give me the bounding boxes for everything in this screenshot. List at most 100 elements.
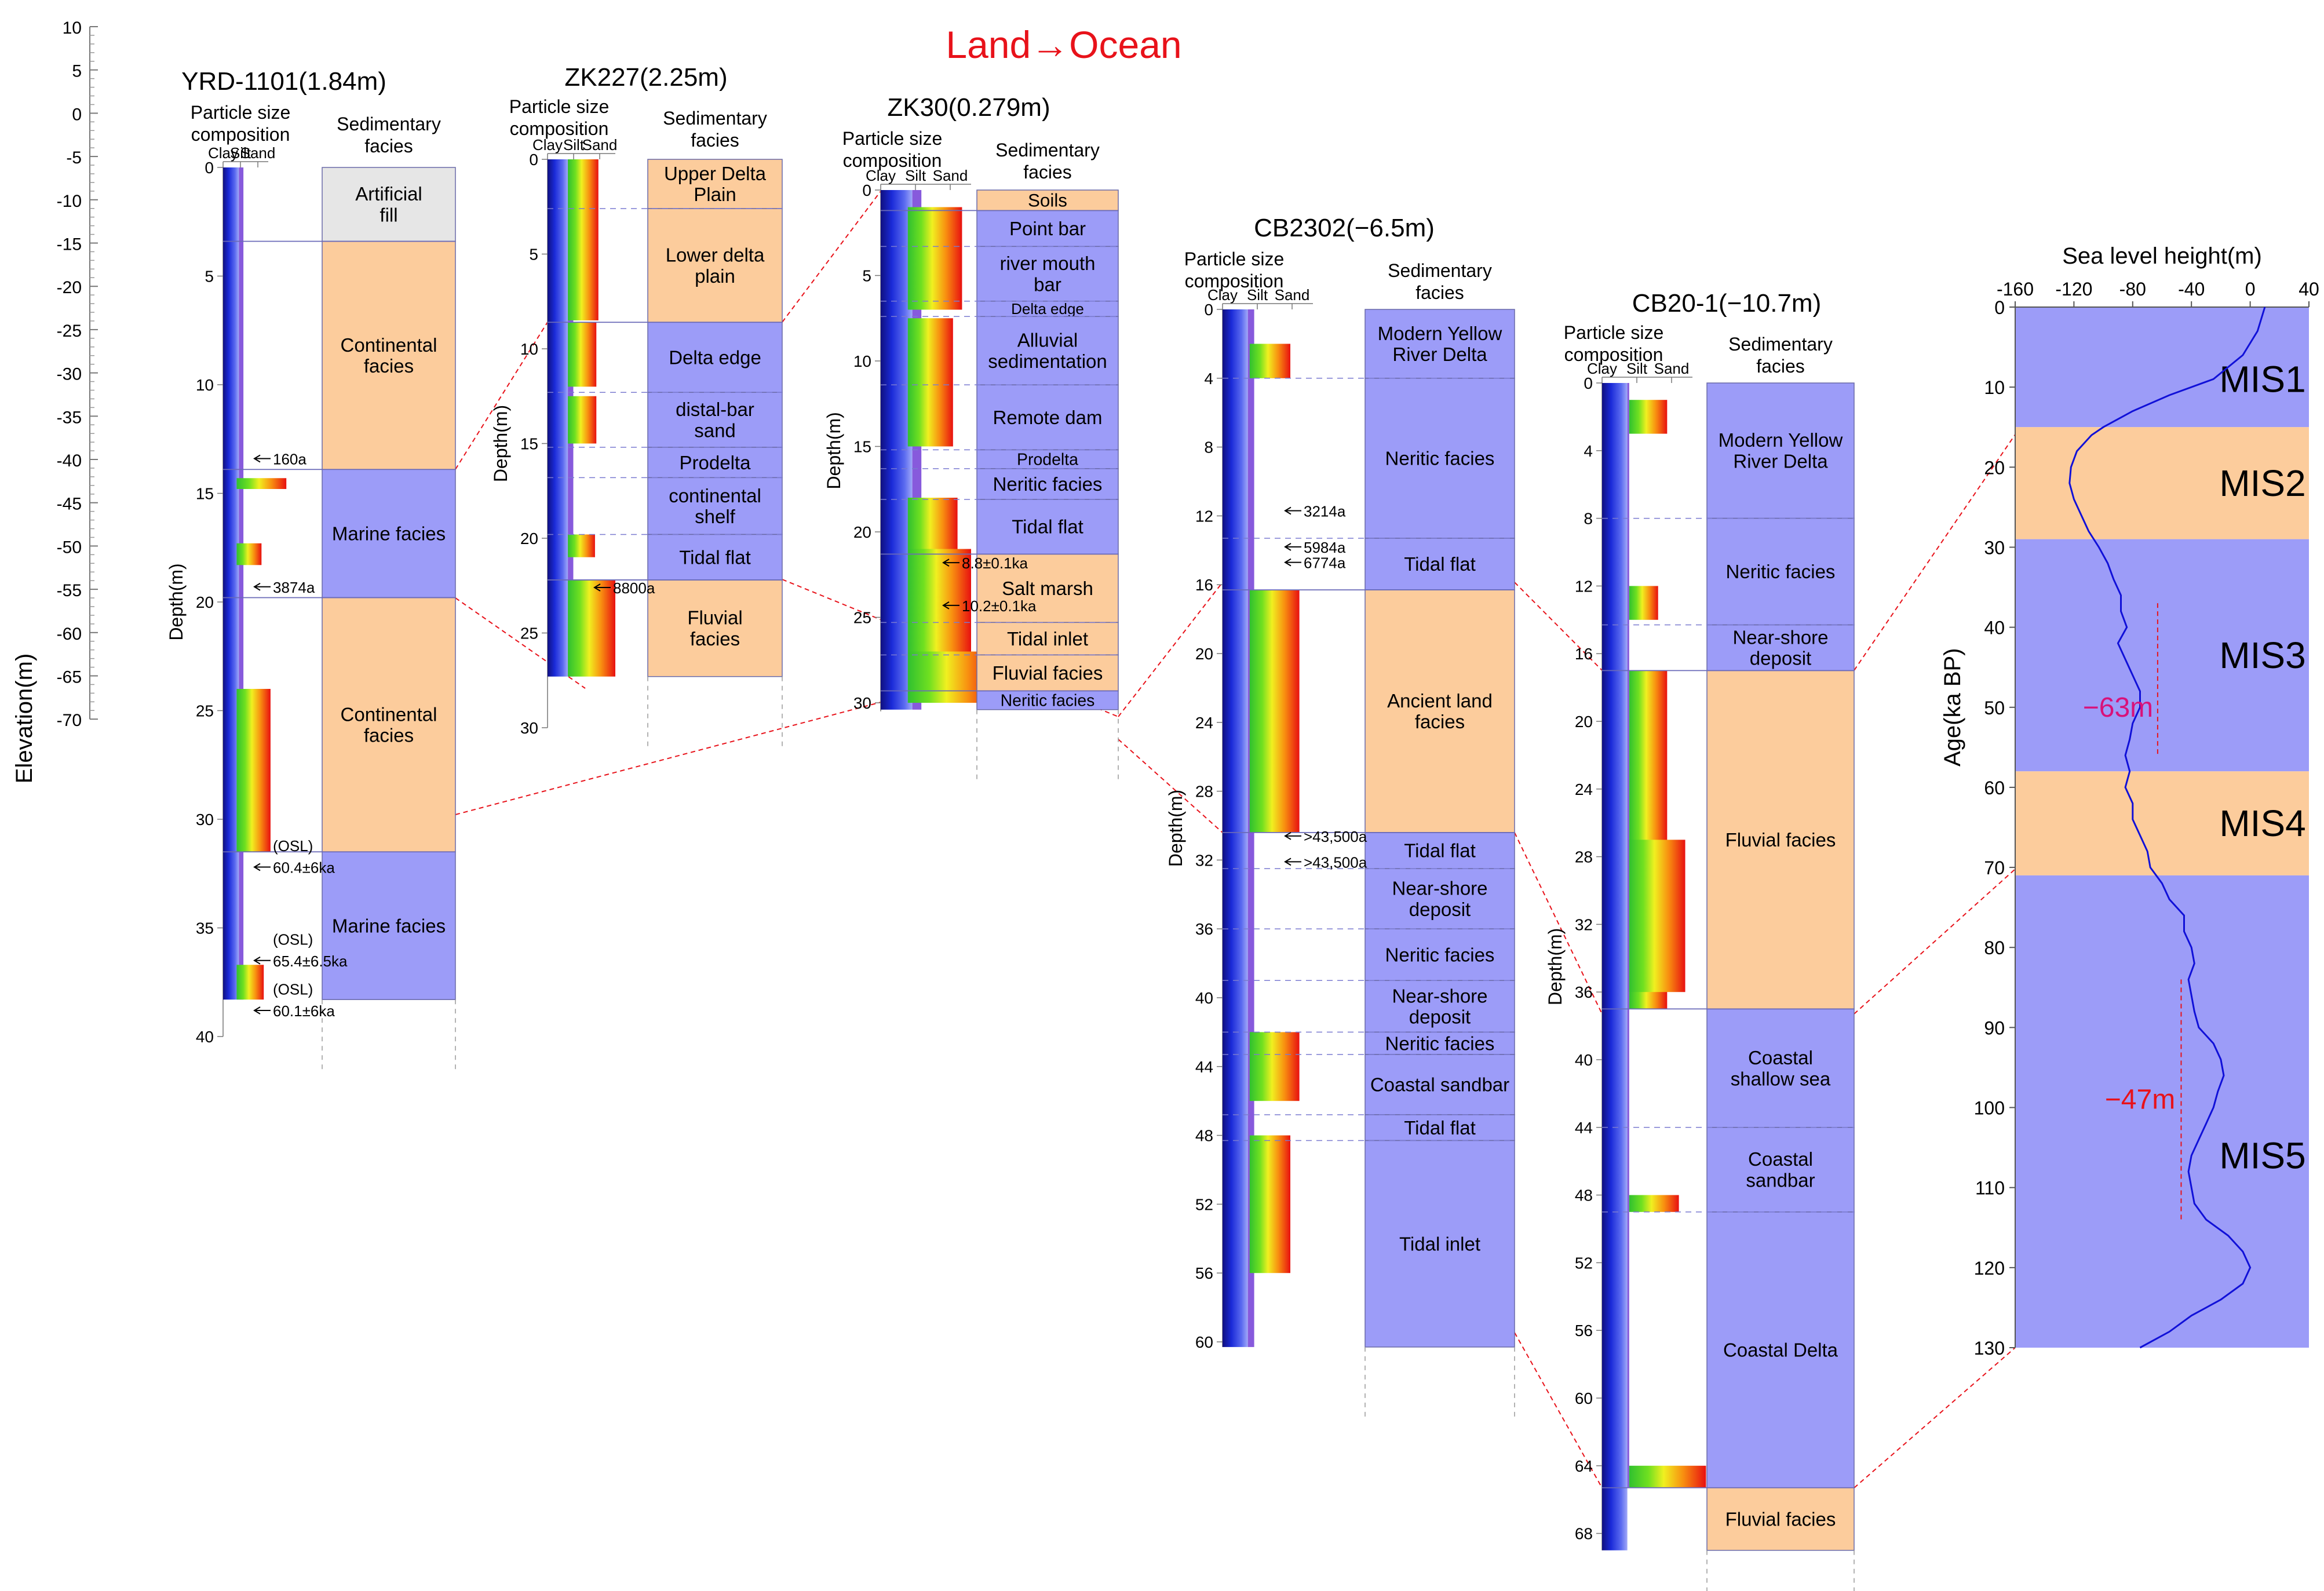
facies-continental [647, 579, 783, 677]
facies-marine [647, 477, 783, 535]
facies-label: Prodelta [1017, 451, 1078, 469]
mis-label-mis3: MIS3 [2219, 634, 2305, 676]
facies-label: Marine facies [332, 523, 446, 544]
y-tick-label: 70 [1984, 857, 2005, 878]
age-date-label: (OSL) [273, 981, 313, 998]
particle-size-label: Particle size [1564, 322, 1664, 343]
sand-fraction [1629, 840, 1685, 992]
y-axis-label: Age(ka BP) [1940, 648, 1965, 767]
depth-tick-label: 30 [196, 811, 214, 829]
sea-level-curve [2068, 306, 2266, 1349]
facies-marine [647, 534, 783, 581]
grain-size-label-silt: Silt [230, 144, 251, 162]
clay-fraction [548, 159, 568, 677]
age-arrow [253, 956, 271, 965]
elevation-tick-label: -15 [57, 235, 82, 254]
figure-title: Land→Ocean [946, 23, 1181, 66]
facies-label: Salt marsh [1002, 578, 1093, 599]
correlation-line [1514, 582, 1603, 671]
particle-size-label: composition [843, 150, 942, 171]
y-tick-label: 0 [1994, 297, 2005, 318]
mis-band-mis5 [2015, 875, 2309, 1348]
facies-marine [1365, 1140, 1515, 1348]
age-arrow [1284, 857, 1301, 866]
y-tick-label: 80 [1984, 937, 2005, 958]
elevation-tick-label: -40 [57, 451, 82, 470]
facies-label: sedimentation [988, 351, 1107, 372]
x-tick-label: -40 [2178, 279, 2205, 300]
facies-marine [1706, 382, 1855, 519]
facies-label: deposit [1750, 648, 1811, 669]
facies-continental [647, 159, 783, 209]
depth-tick-label: 32 [1575, 915, 1593, 933]
depth-tick-label: 28 [1575, 848, 1593, 866]
sand-fraction [907, 549, 971, 652]
facies-label: Continental [341, 334, 437, 356]
facies-marine [1706, 1127, 1855, 1213]
age-date-label: 60.1±6ka [273, 1002, 335, 1020]
age-date-label: 5984a [1304, 539, 1346, 556]
elevation-tick-label: -5 [66, 148, 82, 167]
x-tick-label: 40 [2299, 279, 2319, 300]
depth-tick-label: 15 [520, 435, 538, 453]
y-tick-label: 110 [1975, 1178, 2005, 1199]
facies-label: facies [1415, 711, 1465, 732]
facies-label: fill [380, 204, 397, 225]
facies-continental [1365, 589, 1515, 833]
sand-fraction [1629, 586, 1658, 620]
facies-label: river mouth [999, 253, 1095, 274]
particle-size-label: composition [1185, 271, 1284, 291]
age-arrow [253, 863, 271, 871]
facies-marine [1365, 538, 1515, 590]
facies-label: shallow sea [1731, 1068, 1831, 1089]
age-arrow [942, 601, 959, 610]
x-axis-label: Sea level height(m) [2062, 243, 2262, 269]
depth-tick-label: 40 [1575, 1051, 1593, 1069]
depth-tick-label: 35 [196, 919, 214, 937]
sand-fraction [1249, 1032, 1300, 1101]
sand-fraction [236, 478, 287, 489]
facies-continental [647, 208, 783, 323]
facies-marine [1365, 309, 1515, 379]
grain-size-label-sand: Sand [1654, 360, 1690, 377]
silt-fraction [239, 167, 244, 1000]
depth-tick-label: 4 [1584, 442, 1593, 460]
facies-label: Tidal flat [1404, 553, 1476, 575]
depth-tick-label: 52 [1195, 1195, 1213, 1213]
correlation-line [1854, 869, 2016, 1015]
grain-size-label-clay: Clay [1587, 360, 1617, 377]
sand-fraction [907, 207, 962, 310]
facies-continental [322, 240, 456, 470]
depth-tick-label: 40 [196, 1028, 214, 1046]
correlation-line [455, 322, 548, 470]
elevation-tick-label: -35 [57, 408, 82, 427]
elevation-tick-label: 0 [72, 105, 82, 124]
facies-label: shelf [695, 506, 736, 527]
facies-label: Neritic facies [1001, 692, 1095, 710]
correlation-line [1514, 832, 1603, 1015]
facies-label: Marine facies [332, 915, 446, 936]
correlation-line [1118, 582, 1223, 717]
y-tick-label: 100 [1974, 1098, 2005, 1119]
x-tick-label: -160 [1997, 279, 2034, 300]
facies-marine [322, 851, 456, 1000]
depth-tick-label: 25 [520, 625, 538, 643]
facies-label: Continental [341, 703, 437, 725]
facies-continental [1706, 1487, 1855, 1551]
depth-tick-label: 24 [1195, 714, 1213, 732]
depth-tick-label: 40 [1195, 989, 1213, 1007]
facies-marine [1365, 1114, 1515, 1141]
depth-tick-label: 56 [1195, 1264, 1213, 1282]
elevation-tick-label: -50 [57, 538, 82, 557]
x-tick-label: 0 [2245, 279, 2256, 300]
facies-label: Fluvial facies [1725, 829, 1836, 851]
depth-tick-label: 5 [862, 267, 871, 285]
facies-marine [322, 469, 456, 599]
grain-size-label-silt: Silt [905, 167, 926, 184]
sedimentary-facies-label: Sedimentary [663, 108, 767, 129]
facies-label: Modern Yellow [1378, 323, 1502, 344]
depth-tick-label: 68 [1575, 1525, 1593, 1543]
mis-label-mis4: MIS4 [2219, 802, 2305, 844]
